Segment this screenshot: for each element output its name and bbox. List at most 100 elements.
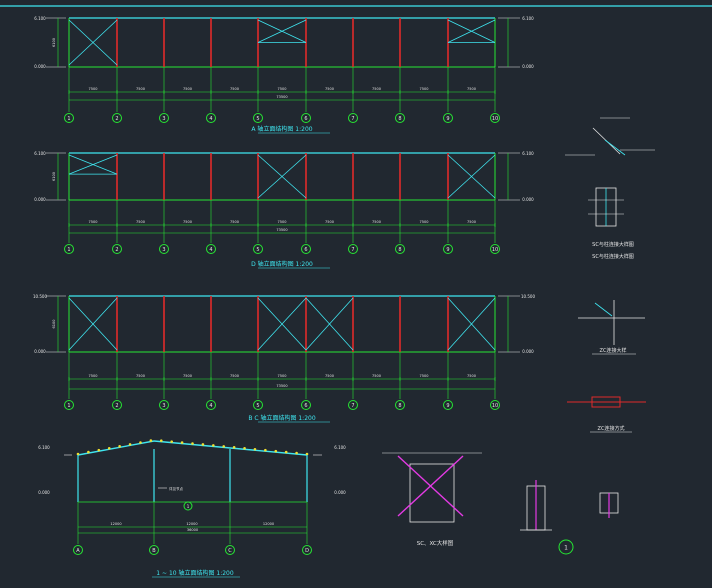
axis-label: 5 [256, 116, 259, 122]
brace [257, 19, 307, 43]
axis-label: 5 [256, 403, 259, 409]
span-dim: 7500 [325, 87, 334, 91]
axis-label: 7 [351, 247, 354, 253]
left-dim: 6100 [52, 38, 56, 47]
purlin [191, 442, 194, 445]
axis-bubble [395, 244, 405, 254]
axis-label: 4 [209, 247, 212, 253]
axis-bubble [206, 244, 216, 254]
base-left: 0.000 [38, 490, 50, 495]
elev-top-right: 6.100 [522, 151, 534, 156]
span-dim: 7500 [136, 220, 145, 224]
axis-bubble [159, 400, 169, 410]
axis-label: 9 [446, 116, 449, 122]
axis-label: 2 [115, 403, 118, 409]
purlin [139, 441, 142, 444]
axis-label: 3 [162, 247, 165, 253]
purlin [212, 444, 215, 447]
elevation-title: D 轴立面结构图 1:200 [251, 260, 313, 268]
axis-bubble [490, 400, 500, 410]
elev-top-right: 10.500 [521, 294, 535, 299]
axis-label: 8 [398, 403, 401, 409]
purlin [159, 439, 163, 442]
purlin [253, 447, 257, 451]
axis-label: D [305, 548, 309, 554]
detail-title: SC与柱连接大样图 [592, 241, 634, 248]
brace [447, 19, 496, 43]
span-dim: 7500 [230, 220, 239, 224]
axis-bubble [73, 545, 83, 555]
span-dim: 7500 [467, 87, 476, 91]
span-dim: 7500 [325, 374, 334, 378]
total-dim: 36000 [187, 528, 198, 532]
elev-top-left: 10.500 [33, 294, 47, 299]
base-right: 0.000 [334, 490, 346, 495]
axis-label: 3 [162, 116, 165, 122]
elevation-title: B C 轴立面结构图 1:200 [248, 414, 316, 422]
span-dim: 7500 [420, 374, 429, 378]
brace [447, 297, 496, 351]
axis-label: 6 [304, 247, 307, 253]
brace [68, 154, 118, 175]
axis-bubble [112, 113, 122, 123]
axis-label: 2 [115, 116, 118, 122]
left-dim: 6100 [52, 320, 56, 329]
elevation-title: A 轴立面结构图 1:200 [251, 125, 312, 133]
elev-bot-right: 0.000 [522, 349, 534, 354]
axis-label: 6 [304, 116, 307, 122]
detail-marker-label: 1 [187, 504, 190, 509]
elev-bot-right: 0.000 [522, 197, 534, 202]
axis-bubble [112, 400, 122, 410]
axis-label: 10 [492, 403, 498, 409]
axis-label: 4 [209, 116, 212, 122]
elev-top-left: 6.100 [34, 16, 46, 21]
axis-label: C [228, 548, 232, 554]
purlin [201, 443, 205, 446]
total-dim: 73500 [276, 95, 287, 99]
axis-bubble [253, 244, 263, 254]
elev-bot-left: 0.000 [34, 197, 46, 202]
detail-line [604, 139, 626, 156]
axis-label: B [152, 548, 156, 554]
axis-bubble [301, 400, 311, 410]
detail-title: SC与柱连接大样图 [592, 253, 634, 260]
axis-bubble [253, 113, 263, 123]
axis-bubble [159, 113, 169, 123]
elev-left: 6.100 [38, 445, 50, 450]
span-dim: 7500 [183, 87, 192, 91]
detail-title: SC、XC大样图 [417, 539, 454, 547]
scxc-brace [397, 455, 464, 517]
span-dim: 7500 [183, 374, 192, 378]
purlin [76, 452, 80, 456]
purlin [97, 448, 101, 452]
axis-label: 5 [256, 247, 259, 253]
axis-bubble [302, 545, 312, 555]
axis-label: 6 [304, 403, 307, 409]
axis-bubble [206, 113, 216, 123]
axis-bubble [64, 244, 74, 254]
axis-bubble [490, 244, 500, 254]
purlin [264, 448, 267, 452]
elev-bot-left: 0.000 [34, 349, 46, 354]
span-dim: 12000 [186, 522, 197, 526]
span-dim: 7500 [278, 374, 287, 378]
brace [447, 154, 496, 199]
axis-label: 8 [398, 116, 401, 122]
axis-bubble [206, 400, 216, 410]
brace [68, 297, 118, 351]
span-dim: 7500 [420, 220, 429, 224]
purlin [274, 449, 278, 453]
span-dim: 12000 [263, 522, 274, 526]
span-dim: 7500 [136, 87, 145, 91]
brace [305, 297, 354, 351]
span-dim: 7500 [467, 220, 476, 224]
purlin [243, 446, 246, 450]
note: 详见节点 [169, 486, 183, 491]
axis-bubble [225, 545, 235, 555]
elev-right: 6.100 [334, 445, 346, 450]
elev-bot-right: 0.000 [522, 64, 534, 69]
purlin [149, 439, 153, 442]
